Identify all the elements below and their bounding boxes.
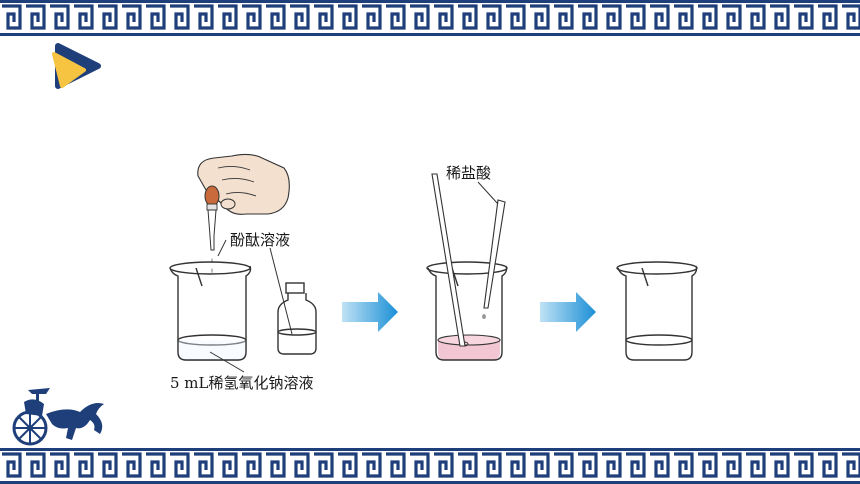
chariot-icon [12, 388, 104, 446]
beaker-icon [616, 261, 698, 361]
dropper-icon [482, 199, 506, 319]
indicator-label: 酚酞溶液 [230, 231, 290, 249]
top-border [0, 0, 860, 36]
base-label: 5 mL稀氢氧化钠溶液 [170, 374, 314, 392]
arrow-icon [540, 292, 596, 332]
hand-icon [197, 153, 290, 215]
arrow-icon [342, 292, 398, 332]
beaker-icon [426, 261, 508, 361]
logo-icon [52, 43, 101, 89]
dropper-icon [204, 185, 220, 273]
acid-label: 稀盐酸 [446, 164, 491, 182]
bottom-border [0, 448, 860, 484]
bottle-icon [277, 282, 317, 355]
glass-rod-icon [431, 173, 466, 347]
beaker-icon [169, 261, 252, 361]
